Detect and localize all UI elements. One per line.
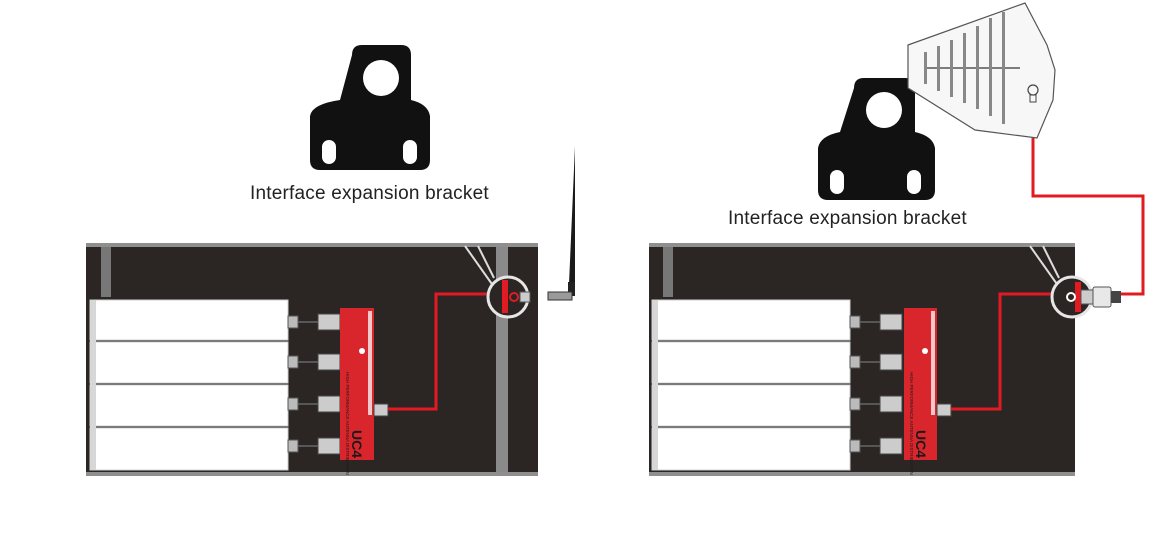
receiver-unit xyxy=(89,299,289,341)
connector-callout xyxy=(464,245,531,319)
expansion-bracket-icon xyxy=(310,45,430,170)
rf-cable-antenna xyxy=(1031,138,1145,296)
receiver-unit xyxy=(89,384,289,427)
receiver-stack xyxy=(89,299,289,471)
diagram-right-canvas: UC4 HIGH PERFORMANCE ANTENNA DISTRIBUTIO… xyxy=(649,2,1145,476)
log-periodic-antenna-icon xyxy=(907,2,1056,139)
rf-cable xyxy=(388,292,510,411)
uc4-distribution-amplifier: UC4 HIGH PERFORMANCE ANTENNA DISTRIBUTIO… xyxy=(904,308,937,475)
bracket-caption: Interface expansion bracket xyxy=(250,183,489,204)
connector-callout xyxy=(1029,245,1121,319)
expansion-bracket-icon xyxy=(818,78,935,200)
device-label: UC4 xyxy=(349,430,365,458)
receiver-unit xyxy=(651,427,851,471)
receiver-unit xyxy=(651,299,851,341)
receiver-unit xyxy=(89,427,289,471)
bracket-caption: Interface expansion bracket xyxy=(728,208,967,229)
receiver-unit xyxy=(651,384,851,427)
uc4-distribution-amplifier: UC4 HIGH PERFORMANCE ANTENNA DISTRIBUTIO… xyxy=(340,308,374,475)
device-sublabel: HIGH PERFORMANCE ANTENNA DISTRIBUTION xyxy=(909,372,914,475)
device-label: UC4 xyxy=(913,430,929,458)
coax-links xyxy=(287,313,341,455)
diagram-left-canvas: UC4 HIGH PERFORMANCE ANTENNA DISTRIBUTIO… xyxy=(86,45,586,476)
diagram-log-periodic-antenna: UC4 HIGH PERFORMANCE ANTENNA DISTRIBUTIO… xyxy=(575,0,1150,542)
whip-antenna-icon xyxy=(547,146,586,301)
diagram-whip-antenna: UC4 HIGH PERFORMANCE ANTENNA DISTRIBUTIO… xyxy=(0,0,586,542)
receiver-unit xyxy=(89,341,289,384)
coax-links xyxy=(849,313,903,455)
device-sublabel: HIGH PERFORMANCE ANTENNA DISTRIBUTION xyxy=(345,372,350,475)
receiver-stack xyxy=(651,299,851,471)
receiver-unit xyxy=(651,341,851,384)
rf-cable xyxy=(951,292,1065,411)
